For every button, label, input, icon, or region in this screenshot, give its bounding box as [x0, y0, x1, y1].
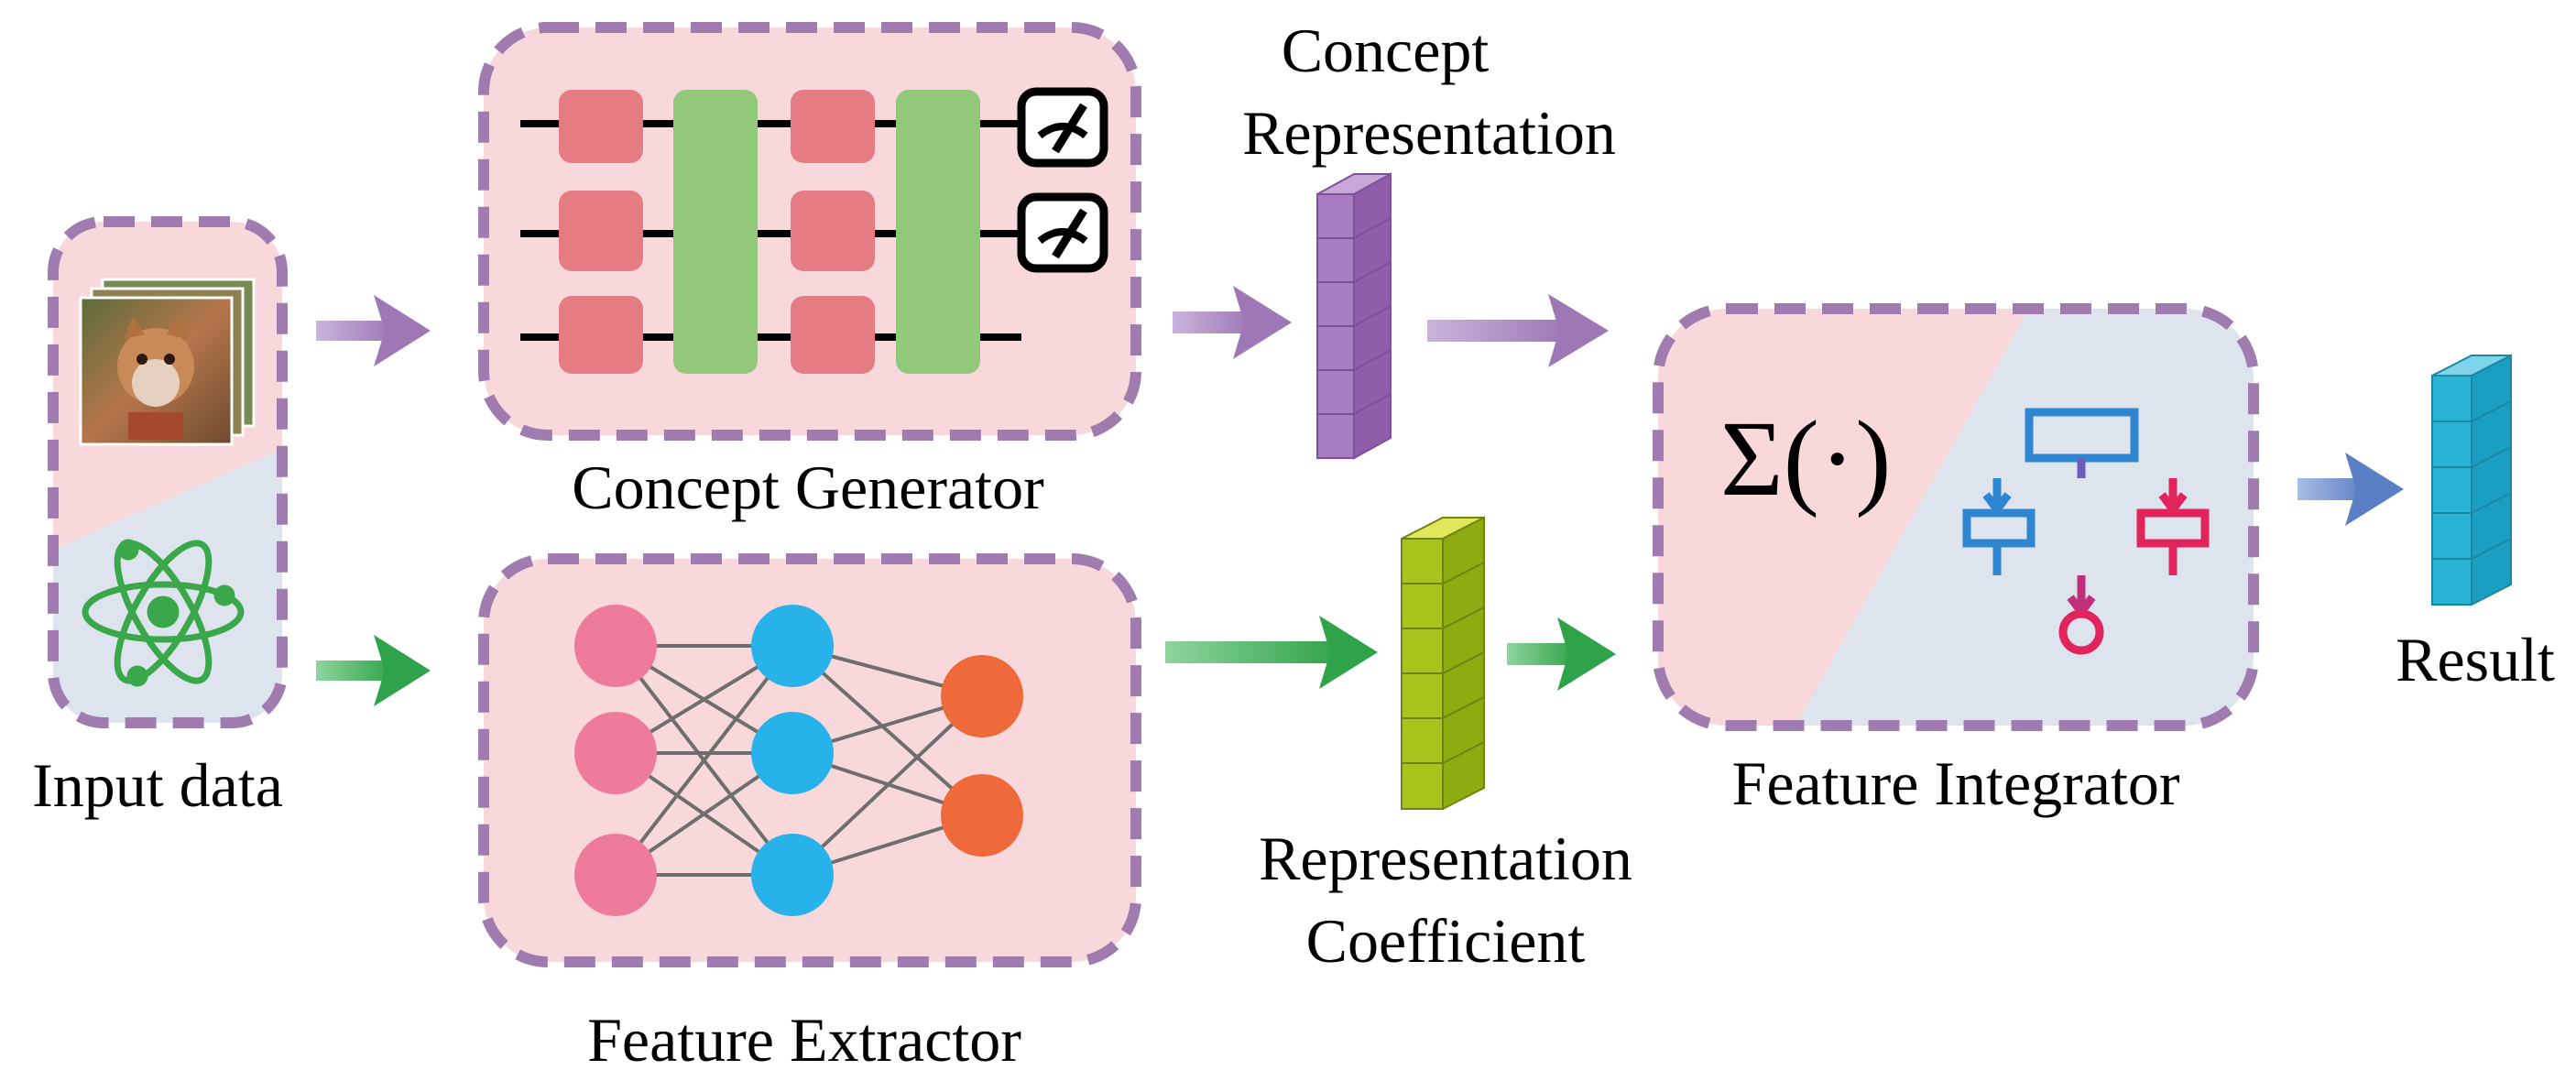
workflow-icon [1962, 408, 2210, 655]
arrow-input-to-generator [316, 295, 431, 366]
gate-red [791, 191, 875, 271]
measurement-meter-icon [1017, 192, 1108, 273]
arrow-extractor-to-coefficient [1165, 616, 1378, 689]
representation-coefficient-label-line2: Coefficient [1306, 906, 1586, 976]
arrow-concept-to-integrator [1427, 294, 1609, 367]
input-data-label: Input data [32, 750, 283, 820]
arrow-generator-to-concept [1173, 286, 1292, 359]
representation-coefficient-label-line1: Representation [1259, 824, 1632, 893]
gate-red [559, 191, 643, 271]
measurement-meter-icon [1017, 87, 1108, 168]
single-qubit-gates [559, 90, 875, 374]
gate-green [896, 90, 980, 374]
feature-integrator-box: Σ(·) [1653, 303, 2259, 731]
sigma-formula: Σ(·) [1720, 399, 1892, 519]
hidden-node [751, 605, 834, 687]
arrow-coefficient-to-integrator [1507, 617, 1616, 691]
input-box-border [48, 216, 288, 728]
cat-image-icon [79, 278, 256, 446]
result-cube [2431, 354, 2512, 606]
atom-icon [82, 539, 245, 687]
input-node [574, 834, 657, 916]
concept-generator-box [478, 22, 1141, 441]
hidden-node [751, 712, 834, 794]
representation-coefficient-cube [1401, 516, 1485, 811]
concept-representation-cube [1316, 172, 1392, 460]
concept-generator-label: Concept Generator [572, 453, 1044, 522]
arrow-integrator-to-result [2298, 453, 2404, 526]
input-data-box [48, 216, 288, 728]
integrator-pink-region [1658, 309, 2029, 726]
network-nodes [574, 605, 1023, 916]
feature-extractor-box [478, 553, 1141, 967]
input-node [574, 605, 657, 687]
gate-red [559, 296, 643, 374]
concept-representation-label-line2: Representation [1242, 98, 1616, 168]
input-node [574, 712, 657, 794]
entangling-gates [673, 90, 980, 374]
output-node [941, 655, 1023, 737]
gate-red [791, 296, 875, 374]
feature-integrator-label: Feature Integrator [1732, 748, 2180, 818]
result-label: Result [2396, 625, 2555, 694]
output-node [941, 774, 1023, 857]
arrow-input-to-extractor [316, 635, 431, 706]
concept-representation-label-line1: Concept [1282, 16, 1490, 85]
feature-extractor-label: Feature Extractor [587, 1005, 1021, 1075]
gate-green [673, 90, 758, 374]
hidden-node [751, 834, 834, 916]
gate-red [791, 90, 875, 163]
gate-red [559, 90, 643, 163]
